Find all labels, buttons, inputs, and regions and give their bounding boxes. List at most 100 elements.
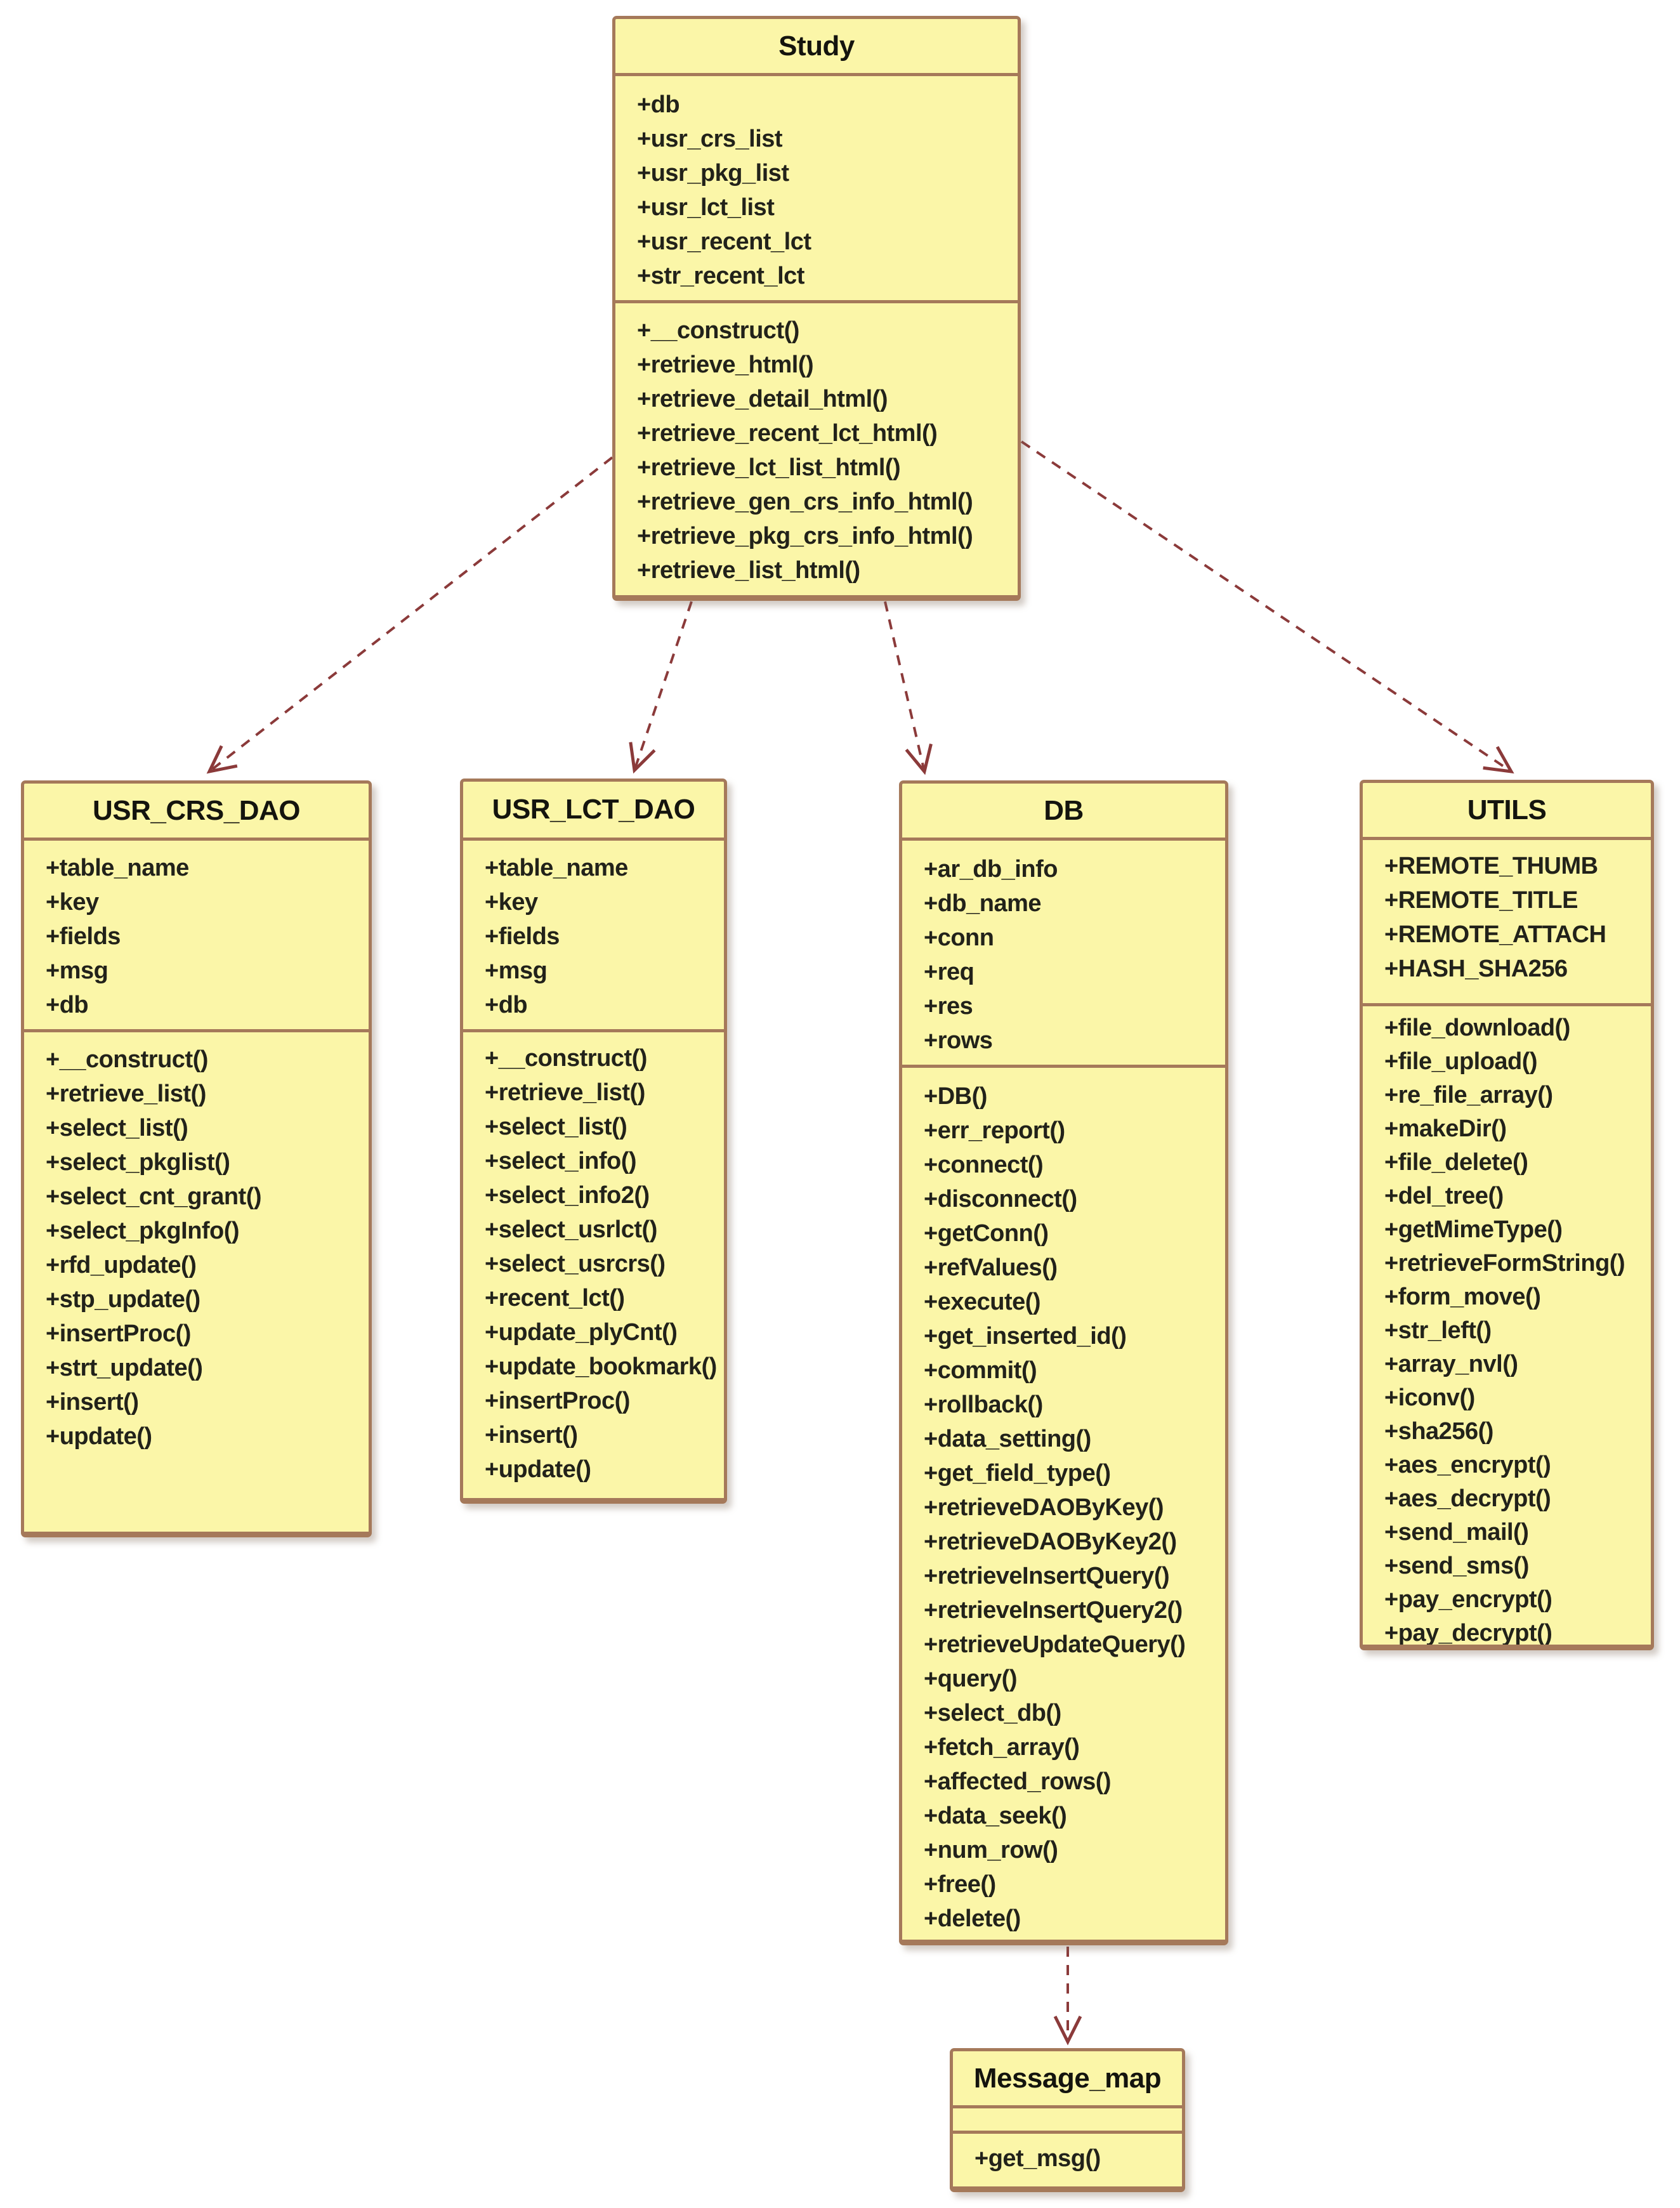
attribute: +key [485,889,538,916]
method: +connect() [924,1152,1044,1178]
method: +str_left() [1384,1317,1492,1344]
method: +insert() [46,1389,139,1416]
method: +select_list() [46,1115,188,1141]
class-utils-attributes: +REMOTE_THUMB +REMOTE_TITLE +REMOTE_ATTACH… [1363,840,1651,1006]
dependency-arrow-study-to-usr-lct-dao [629,601,693,774]
attribute: +REMOTE_TITLE [1384,887,1578,914]
method: +select_list() [485,1114,627,1140]
method: +retrieve_gen_crs_info_html() [637,489,973,515]
method: +select_pkgInfo() [46,1218,240,1244]
attribute: +req [924,959,975,985]
class-usr-lct-dao: USR_LCT_DAO +table_name +key +fields +msg +d… [460,779,727,1504]
method: +select_usrcrs() [485,1251,666,1277]
method: +execute() [924,1289,1041,1315]
class-message-map-attributes [953,2108,1182,2134]
attribute: +res [924,993,973,1020]
attribute: +db [46,992,89,1018]
class-usr-crs-dao: USR_CRS_DAO +table_name+key+fields+msg+d… [21,780,372,1537]
method: +query() [924,1666,1017,1692]
method: +insertProc() [46,1320,191,1347]
method: +update() [485,1456,591,1483]
method: +update() [46,1423,152,1450]
method: +select_info2() [485,1182,650,1209]
attribute: +fields [46,923,121,950]
method: +__construct() [485,1045,647,1072]
method: +__construct() [637,317,799,344]
attribute: +usr_crs_list [637,126,783,152]
method: +aes_decrypt() [1384,1485,1551,1512]
class-message-map-methods: +get_msg() [953,2134,1182,2186]
class-db: DB +ar_db_info+db_name+conn+req+res+rows… [899,780,1228,1945]
class-db-title: DB [902,784,1225,841]
method: +num_row() [924,1837,1058,1863]
attribute: +REMOTE_ATTACH [1384,921,1606,948]
method: +stp_update() [46,1286,200,1313]
method: +data_seek() [924,1803,1067,1829]
method: +retrieve_detail_html() [637,386,888,412]
attribute: +usr_recent_lct [637,228,811,255]
method: +select_pkglist() [46,1149,230,1176]
method: +strt_update() [46,1355,203,1381]
method: +retrieve_lct_list_html() [637,454,901,481]
dependency-arrow-study-to-utils [1020,440,1514,774]
method: +retrieveUpdateQuery() [924,1631,1186,1658]
method: +retrieve_list_html() [637,557,860,584]
method: +del_tree() [1384,1183,1504,1209]
attribute: +conn [924,924,994,951]
attribute: +table_name [485,855,628,881]
dependency-arrow-study-to-db [884,601,933,775]
method: +file_upload() [1384,1048,1538,1075]
method: +getConn() [924,1220,1049,1247]
method: +iconv() [1384,1384,1475,1411]
method: +retrieveDAOByKey2() [924,1528,1177,1555]
method: +delete() [924,1905,1021,1932]
method: +retrieveInsertQuery() [924,1563,1170,1589]
class-utils: UTILS +REMOTE_THUMB+REMOTE_TITLE+REMOTE_… [1360,780,1654,1650]
method: +getMimeType() [1384,1216,1563,1243]
attribute: +str_recent_lct [637,263,804,289]
attribute: +db [637,91,680,118]
class-usr-lct-dao-title: USR_LCT_DAO [463,782,724,841]
method: +refValues() [924,1254,1058,1281]
method: +insert() [485,1422,578,1449]
method: +fetch_array() [924,1734,1080,1761]
attribute: +fields [485,923,560,950]
attribute: +db [485,992,528,1018]
method: +DB() [924,1083,987,1110]
attribute: +usr_pkg_list [637,160,789,187]
method: +pay_decrypt() [1384,1620,1552,1645]
method: +get_field_type() [924,1460,1111,1487]
attribute: +REMOTE_THUMB [1384,853,1598,879]
attribute: +HASH_SHA256 [1384,956,1568,982]
method: +rfd_update() [46,1252,197,1278]
method: +retrieve_list() [485,1079,645,1106]
attribute: +ar_db_info [924,856,1058,883]
method: +update_bookmark() [485,1353,717,1380]
class-message-map: Message_map +get_msg() [950,2048,1185,2192]
method: +select_db() [924,1700,1061,1726]
class-usr-lct-dao-attributes: +table_name +key +fields +msg +db [463,841,724,1032]
method: +select_info() [485,1148,637,1174]
attribute: +msg [485,957,548,984]
class-db-methods: +DB()+err_report()+connect()+disconnect(… [902,1068,1225,1940]
method: +re_file_array() [1384,1082,1553,1108]
method: +aes_encrypt() [1384,1452,1551,1478]
method: +update_plyCnt() [485,1319,678,1346]
method: +retrieveDAOByKey() [924,1494,1164,1521]
method: +get_msg() [975,2145,1101,2172]
class-study: Study +db+usr_crs_list+usr_pkg_list+usr_… [612,16,1021,601]
class-usr-crs-dao-attributes: +table_name+key+fields+msg+db [24,841,369,1032]
attribute: +msg [46,957,108,984]
class-utils-methods: +file_download() +file_upload() +re_file_a… [1363,1006,1651,1645]
method: +retrieve_pkg_crs_info_html() [637,523,973,549]
method: +retrieveInsertQuery2() [924,1597,1183,1624]
method: +free() [924,1871,996,1898]
method: +retrieve_html() [637,352,814,378]
method: +retrieve_list() [46,1081,206,1107]
method: +file_download() [1384,1015,1570,1041]
attribute: +db_name [924,890,1042,917]
method: +insertProc() [485,1388,630,1414]
method: +recent_lct() [485,1285,625,1311]
class-message-map-title: Message_map [953,2051,1182,2108]
